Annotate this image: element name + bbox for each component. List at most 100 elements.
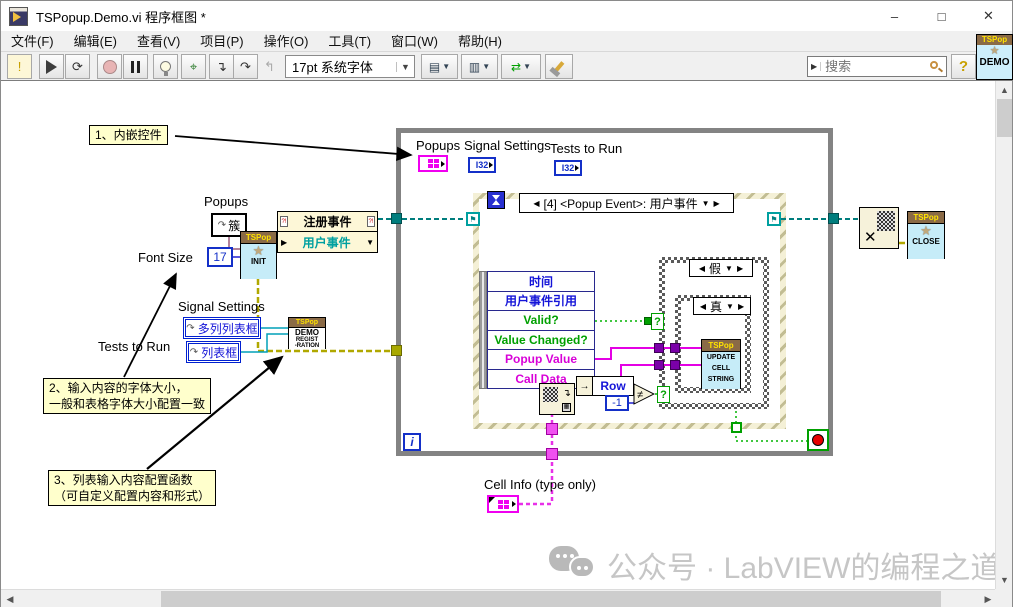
annotation-2[interactable]: 2、输入内容的字体大小， 一般和表格字体大小配置一致 [43, 378, 212, 414]
tunnel [670, 360, 680, 370]
chevron-down-icon[interactable]: ▼ [396, 61, 414, 72]
menu-project[interactable]: 项目(P) [200, 33, 244, 49]
next-case-icon[interactable]: ▶ [736, 263, 744, 273]
vertical-scroll-thumb[interactable] [997, 99, 1012, 137]
run-continuously-button[interactable]: ⟳ [65, 54, 90, 79]
dropdown-icon[interactable]: ▼ [701, 198, 710, 208]
false-case-selector[interactable]: ◀ 假 ▼ ▶ [689, 259, 753, 277]
distribute-objects-button[interactable]: ▥▼ [461, 54, 498, 79]
event-data-node[interactable]: 时间 用户事件引用 Valid? Value Changed? Popup Va… [487, 271, 595, 389]
scroll-left-icon[interactable]: ◀ [6, 594, 14, 604]
search-icon[interactable] [929, 60, 944, 74]
tspop-init-node[interactable]: TSPop ★ INIT [240, 231, 277, 279]
step-out-icon[interactable]: ↰ [264, 58, 275, 74]
help-button[interactable]: ? [951, 54, 976, 79]
pause-button[interactable] [123, 54, 148, 79]
retain-wire-values-icon[interactable]: ⌖ [181, 54, 206, 79]
run-button[interactable] [39, 54, 64, 79]
dynamic-event-terminal-right[interactable]: ⚑ [767, 212, 781, 226]
case-selector-outer[interactable]: ? [651, 313, 664, 330]
cell-info-terminal[interactable] [487, 495, 519, 513]
search-history-icon[interactable]: ▶ [808, 62, 822, 71]
popups-label-inner[interactable]: Popups [416, 138, 461, 153]
minus-one-constant[interactable]: -1 [605, 395, 629, 411]
menu-operate[interactable]: 操作(O) [263, 33, 309, 49]
register-events-node[interactable]: ?! 注册事件 ?! ▶ 用户事件 ▼ [277, 211, 378, 253]
unbundle-row-node[interactable]: → Row [576, 376, 634, 396]
dropdown-icon[interactable]: ▼ [725, 263, 733, 273]
annotation-3[interactable]: 3、列表输入内容配置函数 （可自定义配置内容和形式） [48, 470, 217, 506]
tests-to-run-label-inner[interactable]: Tests to Run [550, 141, 623, 156]
popups-terminal[interactable] [418, 155, 448, 172]
tests-to-run-label-outer[interactable]: Tests to Run [98, 339, 171, 354]
prev-case-icon[interactable]: ◀ [699, 301, 707, 311]
tunnel [546, 448, 558, 460]
block-diagram[interactable]: 1、内嵌控件 2、输入内容的字体大小， 一般和表格字体大小配置一致 3、列表输入… [1, 81, 997, 589]
loop-condition-terminal[interactable] [807, 429, 829, 451]
menu-tools[interactable]: 工具(T) [328, 33, 372, 49]
maximize-button[interactable]: □ [937, 8, 946, 24]
scroll-down-icon[interactable]: ▼ [1000, 575, 1009, 585]
highlight-execution-icon[interactable] [153, 54, 178, 79]
menu-view[interactable]: 查看(V) [136, 33, 181, 49]
vi-icon-label: DEMO [979, 57, 1010, 68]
not-equal-node[interactable]: ≠ [633, 383, 656, 405]
menu-edit[interactable]: 编辑(E) [73, 33, 117, 49]
menu-help[interactable]: 帮助(H) [457, 33, 503, 49]
vi-corner-icon[interactable]: TSPop ★ DEMO [976, 34, 1013, 80]
scroll-right-icon[interactable]: ▶ [984, 594, 992, 604]
labview-vi-icon [9, 6, 28, 26]
tspop-demo-registration-node[interactable]: TSPop DEMO REGIST -RATION [288, 317, 326, 349]
step-over-icon[interactable]: ↷ [233, 54, 258, 79]
close-button[interactable]: ✕ [983, 8, 994, 23]
step-into-icon[interactable]: ↴ [209, 54, 234, 79]
toolbar: ! ⟳ ⌖ ↴ ↷ ↰ 17pt 系统字体 ▼ ▤▼ ▥▼ ⇄▼ ▶ ? [1, 52, 1012, 81]
next-case-icon[interactable]: ▶ [713, 198, 720, 208]
search-input[interactable] [821, 59, 929, 74]
annotation-1[interactable]: 1、内嵌控件 [89, 125, 168, 145]
popups-label-outer[interactable]: Popups [204, 194, 249, 209]
tspop-close-node[interactable]: TSPop ★ CLOSE [907, 211, 945, 259]
horizontal-scrollbar[interactable]: ◀ ▶ [1, 589, 997, 607]
dropdown-icon[interactable]: ▼ [366, 237, 374, 247]
true-case-selector[interactable]: ◀ 真 ▼ ▶ [693, 297, 751, 315]
scroll-up-icon[interactable]: ▲ [1000, 85, 1009, 95]
star-icon: ★ [920, 223, 932, 238]
minimize-button[interactable]: – [890, 8, 899, 24]
menu-window[interactable]: 窗口(W) [391, 33, 438, 49]
font-size-constant[interactable]: 17 [207, 247, 233, 267]
dropdown-icon[interactable]: ▼ [726, 301, 734, 311]
signal-settings-label-outer[interactable]: Signal Settings [178, 299, 265, 314]
horizontal-scroll-thumb[interactable] [161, 591, 941, 607]
listbox-refnum[interactable]: ↷ 列表框 [186, 341, 241, 363]
timeout-terminal[interactable] [487, 191, 505, 209]
event-case-selector[interactable]: ◀ [4] <Popup Event>: 用户事件 ▼ ▶ [519, 193, 734, 213]
tspop-update-cell-string-node[interactable]: TSPop UPDATE CELL STRING [701, 339, 741, 389]
variant-to-data-node[interactable]: ↴ ▦ [539, 383, 575, 415]
signal-settings-label-inner[interactable]: Signal Settings [464, 138, 551, 153]
cleanup-diagram-button[interactable] [545, 54, 573, 79]
event-data-node-handle[interactable] [479, 271, 487, 389]
cell-info-label[interactable]: Cell Info (type only) [484, 477, 596, 492]
abort-button[interactable] [97, 54, 122, 79]
prev-case-icon[interactable]: ◀ [698, 263, 706, 273]
reorder-button[interactable]: ⇄▼ [501, 54, 541, 79]
align-objects-button[interactable]: ▤▼ [421, 54, 458, 79]
font-selector[interactable]: 17pt 系统字体 ▼ [285, 55, 415, 78]
prev-case-icon[interactable]: ◀ [533, 198, 540, 208]
case-selector-inner[interactable]: ? [657, 386, 670, 403]
tunnel [391, 345, 402, 356]
warning-icon[interactable]: ! [7, 54, 32, 79]
iteration-terminal[interactable]: i [403, 433, 421, 451]
while-loop[interactable] [396, 128, 833, 456]
signal-settings-terminal[interactable]: I32 [468, 157, 496, 173]
font-size-label[interactable]: Font Size [138, 250, 193, 265]
menu-file[interactable]: 文件(F) [11, 33, 54, 49]
multicolumn-listbox-refnum[interactable]: ↷ 多列列表框 [183, 317, 261, 339]
unregister-events-node[interactable]: ✕ [859, 207, 899, 249]
vertical-scrollbar[interactable]: ▲ ▼ [995, 81, 1012, 589]
dynamic-event-terminal-left[interactable]: ⚑ [466, 212, 480, 226]
next-case-icon[interactable]: ▶ [737, 301, 745, 311]
tests-to-run-terminal[interactable]: I32 [554, 160, 582, 176]
